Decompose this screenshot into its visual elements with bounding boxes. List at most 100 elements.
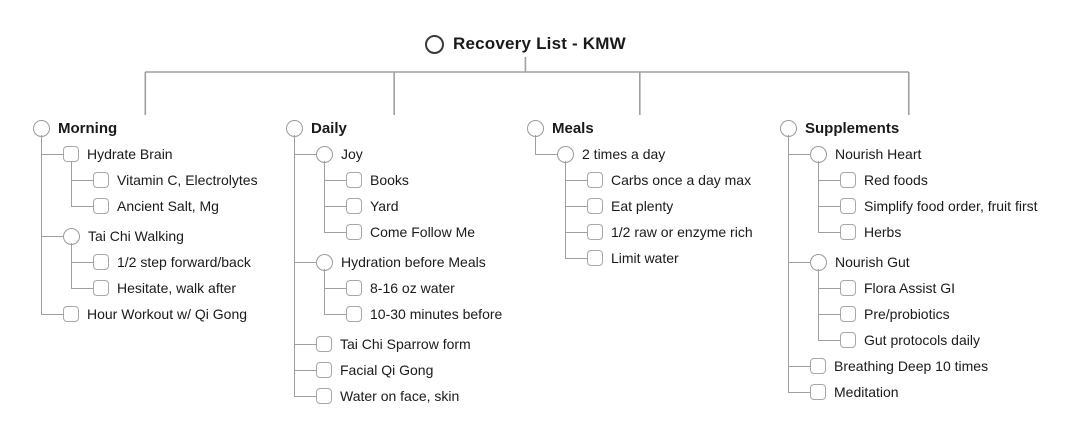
circle-task-icon[interactable] <box>810 145 827 163</box>
mindmap-node[interactable]: Vitamin C, Electrolytes <box>93 167 258 193</box>
mindmap-node[interactable]: Eat plenty <box>587 193 753 219</box>
mindmap-node[interactable]: Carbs once a day max <box>587 167 753 193</box>
square-task-icon[interactable] <box>840 172 856 188</box>
circle-task-icon[interactable] <box>63 227 80 245</box>
node-label: Red foods <box>864 172 928 188</box>
mindmap-node-supplements[interactable]: Supplements <box>780 115 1038 141</box>
mindmap-node[interactable]: Gut protocols daily <box>840 327 1038 353</box>
square-task-icon[interactable] <box>346 280 362 296</box>
square-task-icon[interactable] <box>840 306 856 322</box>
node-label: Morning <box>58 119 118 137</box>
node-label: Nourish Heart <box>835 146 922 162</box>
mindmap-node[interactable]: Water on face, skin <box>316 383 502 409</box>
square-task-icon[interactable] <box>316 362 332 378</box>
square-task-icon[interactable] <box>346 224 362 240</box>
mindmap-node-meals[interactable]: Meals <box>527 115 753 141</box>
node-label: 2 times a day <box>582 146 666 162</box>
mindmap-node[interactable]: 1/2 raw or enzyme rich <box>587 219 753 245</box>
square-task-icon[interactable] <box>316 336 332 352</box>
node-label: Simplify food order, fruit first <box>864 198 1038 214</box>
square-task-icon[interactable] <box>840 198 856 214</box>
mindmap-node[interactable]: Hydration before Meals <box>316 249 502 275</box>
node-label: Hydration before Meals <box>341 254 486 270</box>
square-task-icon[interactable] <box>810 384 826 400</box>
mindmap-node[interactable]: Flora Assist GI <box>840 275 1038 301</box>
square-task-icon[interactable] <box>346 306 362 322</box>
node-label: Hydrate Brain <box>87 146 173 162</box>
branch-column-daily: Daily Joy Books <box>286 115 502 409</box>
square-task-icon[interactable] <box>316 388 332 404</box>
mindmap-node-daily[interactable]: Daily <box>286 115 502 141</box>
node-label: Breathing Deep 10 times <box>834 358 989 374</box>
mindmap-node[interactable]: Joy <box>316 141 502 167</box>
mindmap-node[interactable]: Ancient Salt, Mg <box>93 193 258 219</box>
node-label: Carbs once a day max <box>611 172 752 188</box>
node-label: Facial Qi Gong <box>340 362 434 378</box>
node-label: Nourish Gut <box>835 254 910 270</box>
node-label: Limit water <box>611 250 679 266</box>
square-task-icon[interactable] <box>810 358 826 374</box>
mindmap-node[interactable]: Herbs <box>840 219 1038 245</box>
square-task-icon[interactable] <box>93 172 109 188</box>
mindmap-node[interactable]: Books <box>346 167 502 193</box>
branch-column-meals: Meals 2 times a day Carbs once a day max <box>527 115 753 271</box>
node-label: Hesitate, walk after <box>117 280 237 296</box>
mindmap-node[interactable]: Meditation <box>810 379 1038 405</box>
square-task-icon[interactable] <box>840 280 856 296</box>
square-task-icon[interactable] <box>840 224 856 240</box>
mindmap-node[interactable]: Nourish Gut <box>810 249 1038 275</box>
square-task-icon[interactable] <box>346 172 362 188</box>
square-task-icon[interactable] <box>93 254 109 270</box>
circle-task-icon[interactable] <box>557 145 574 163</box>
mindmap-node[interactable]: Hour Workout w/ Qi Gong <box>63 301 258 327</box>
mindmap-node[interactable]: Come Follow Me <box>346 219 502 245</box>
mindmap-node[interactable]: 10-30 minutes before <box>346 301 502 327</box>
circle-task-icon[interactable] <box>316 145 333 163</box>
mindmap-node-morning[interactable]: Morning <box>33 115 258 141</box>
square-task-icon[interactable] <box>346 198 362 214</box>
mindmap-node[interactable]: 1/2 step forward/back <box>93 249 258 275</box>
mindmap-node[interactable]: Pre/probiotics <box>840 301 1038 327</box>
square-task-icon[interactable] <box>93 280 109 296</box>
mindmap-node[interactable]: Simplify food order, fruit first <box>840 193 1038 219</box>
circle-task-icon[interactable] <box>425 34 444 54</box>
square-task-icon[interactable] <box>587 250 603 266</box>
mindmap-node[interactable]: Tai Chi Sparrow form <box>316 331 502 357</box>
node-label: Daily <box>311 119 347 137</box>
node-label: 8-16 oz water <box>370 280 455 296</box>
square-task-icon[interactable] <box>93 198 109 214</box>
mindmap-node[interactable]: Hydrate Brain <box>63 141 258 167</box>
square-task-icon[interactable] <box>587 198 603 214</box>
circle-task-icon[interactable] <box>527 119 544 137</box>
circle-task-icon[interactable] <box>33 119 50 137</box>
mindmap-node[interactable]: Facial Qi Gong <box>316 357 502 383</box>
mindmap-node[interactable]: Tai Chi Walking <box>63 223 258 249</box>
root-node[interactable]: Recovery List - KMW <box>425 31 626 57</box>
circle-task-icon[interactable] <box>286 119 303 137</box>
node-label: Meals <box>552 119 594 137</box>
node-label: 10-30 minutes before <box>370 306 503 322</box>
square-task-icon[interactable] <box>840 332 856 348</box>
node-label: Tai Chi Sparrow form <box>340 336 471 352</box>
node-label: Eat plenty <box>611 198 674 214</box>
circle-task-icon[interactable] <box>780 119 797 137</box>
mindmap-node[interactable]: 2 times a day <box>557 141 753 167</box>
node-label: Pre/probiotics <box>864 306 950 322</box>
node-label: Books <box>370 172 409 188</box>
mindmap-node[interactable]: Nourish Heart <box>810 141 1038 167</box>
node-label: Gut protocols daily <box>864 332 980 348</box>
mindmap-node[interactable]: Limit water <box>587 245 753 271</box>
mindmap-node[interactable]: Yard <box>346 193 502 219</box>
circle-task-icon[interactable] <box>810 253 827 271</box>
mindmap-node[interactable]: 8-16 oz water <box>346 275 502 301</box>
square-task-icon[interactable] <box>587 224 603 240</box>
square-task-icon[interactable] <box>63 146 79 162</box>
square-task-icon[interactable] <box>63 306 79 322</box>
square-task-icon[interactable] <box>587 172 603 188</box>
mindmap-node[interactable]: Red foods <box>840 167 1038 193</box>
mindmap-node[interactable]: Breathing Deep 10 times <box>810 353 1038 379</box>
circle-task-icon[interactable] <box>316 253 333 271</box>
map-title: Recovery List - KMW <box>453 34 626 53</box>
mindmap-node[interactable]: Hesitate, walk after <box>93 275 258 301</box>
